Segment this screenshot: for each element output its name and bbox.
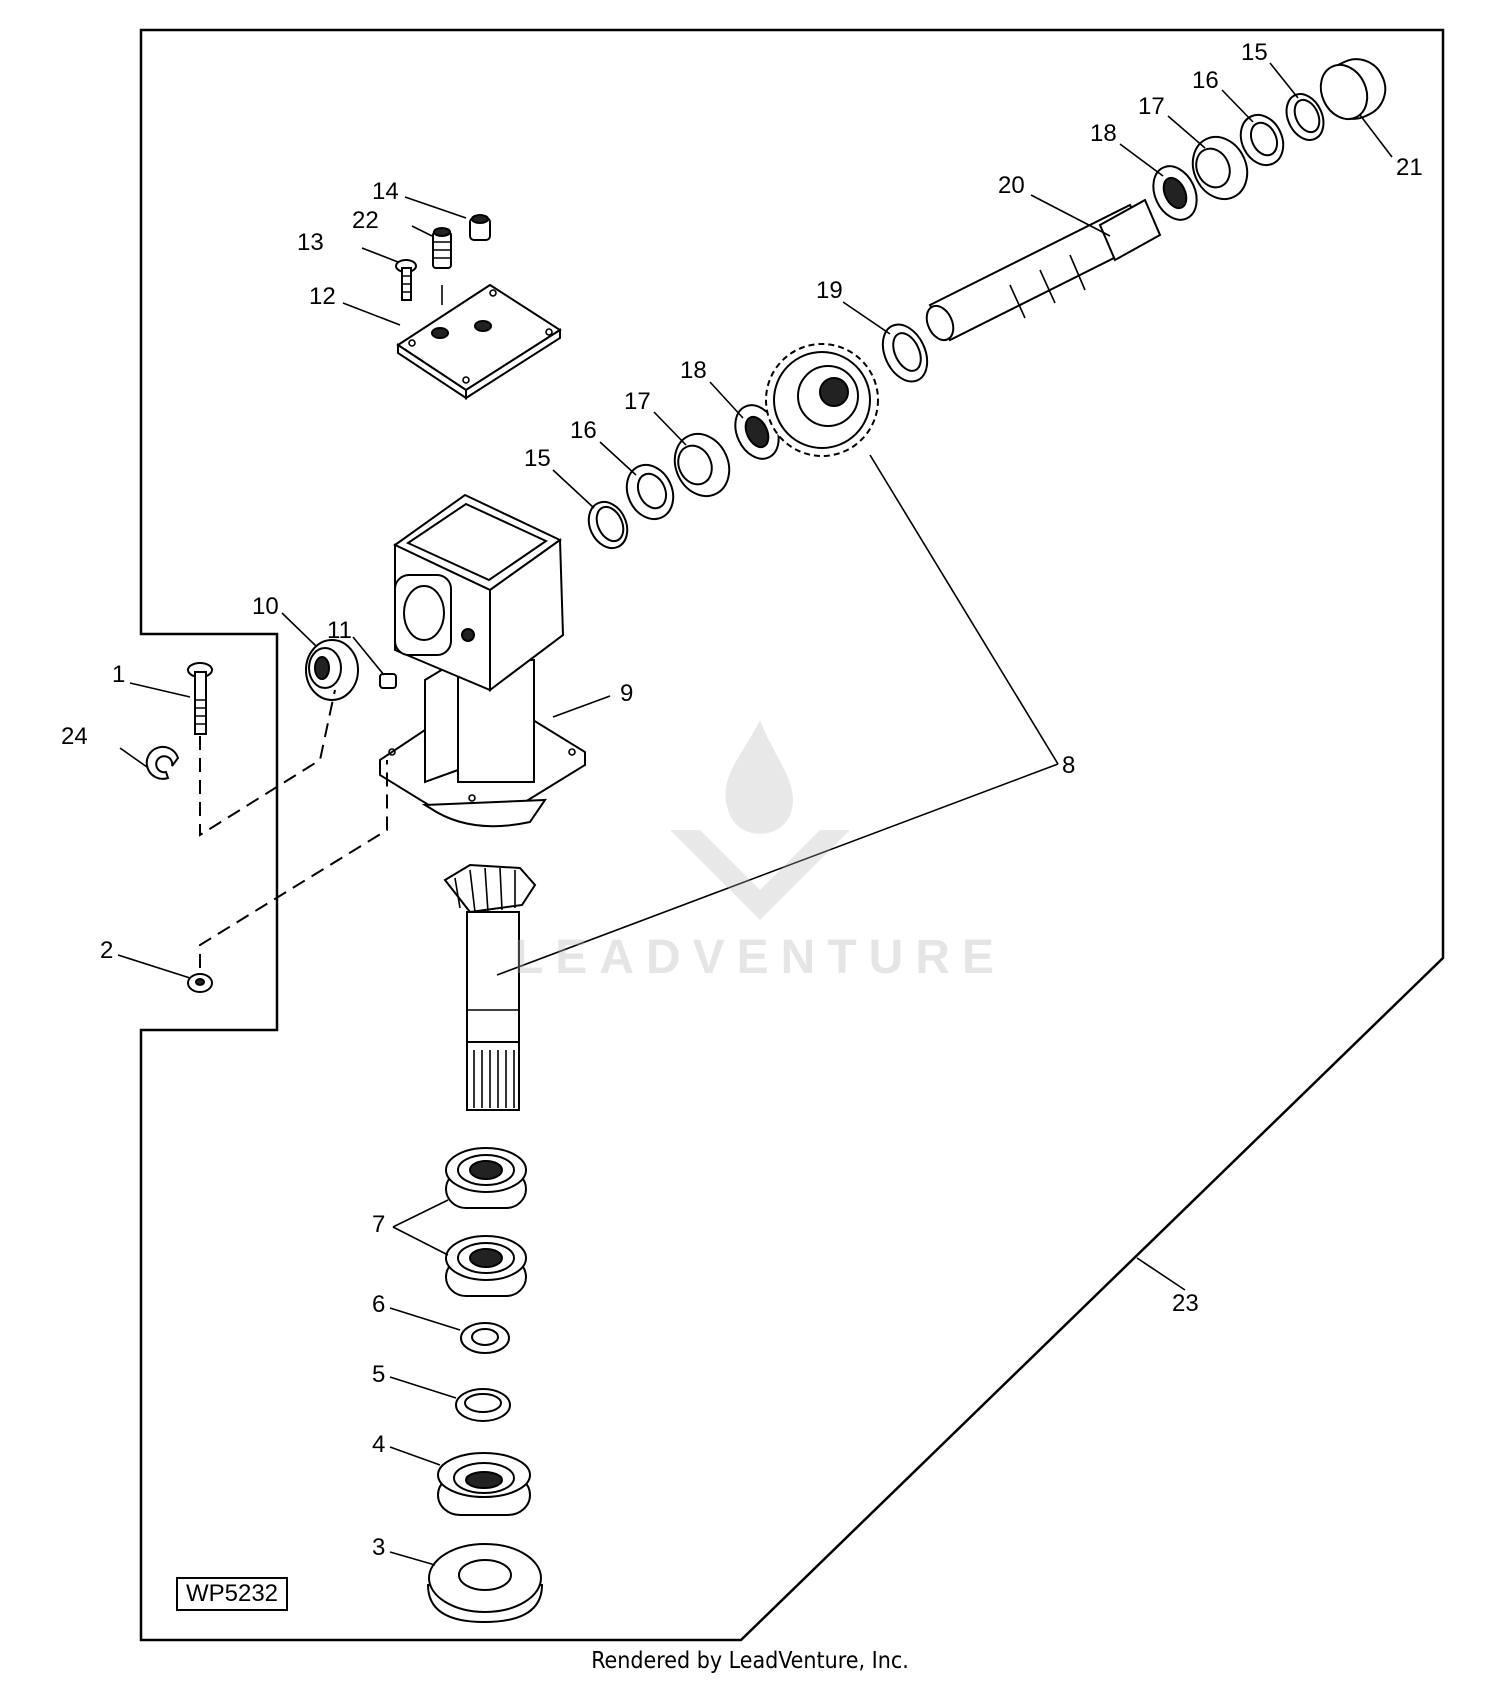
callout-10: 10: [252, 593, 279, 620]
callout-18-lower: 18: [680, 357, 707, 384]
gearbox-housing: [379, 493, 586, 828]
callout-9: 9: [620, 680, 633, 707]
callout-20: 20: [998, 172, 1025, 199]
callout-22: 22: [352, 207, 379, 234]
callout-11: 11: [327, 617, 352, 644]
wave-washer: [455, 1388, 511, 1422]
pinion-bearing-lower: [445, 1235, 527, 1297]
callout-23: 23: [1172, 1290, 1199, 1317]
top-cover-plate: [396, 283, 562, 400]
cap-nut: [469, 214, 491, 241]
render-credit-footer: Rendered by LeadVenture, Inc.: [591, 1648, 909, 1674]
snap-ring-lower-stack: [587, 500, 629, 550]
bevel-ring-gear: [765, 343, 879, 457]
spacer-ring: [881, 323, 929, 383]
bearing-cone-upper-stack: [1152, 165, 1198, 221]
callout-4: 4: [372, 1431, 385, 1458]
callout-24: 24: [61, 723, 88, 750]
leader-lines: [117, 62, 1393, 1566]
callout-18-upper: 18: [1090, 120, 1117, 147]
callout-labels: 1 2 3 4 5 6 7 8 9 10 11 12 13 14 22 24 1…: [61, 39, 1423, 1561]
dust-cap: [426, 1543, 544, 1624]
pinion-bearing-upper: [445, 1147, 527, 1209]
drain-plug: [379, 673, 397, 689]
callout-16-lower: 16: [570, 417, 597, 444]
input-oil-seal: [305, 639, 359, 701]
callout-7: 7: [372, 1211, 385, 1238]
mounting-bolt: [187, 662, 213, 735]
install-line-nut: [199, 760, 388, 968]
input-shaft: [925, 198, 1162, 342]
figure-code-label: WP5232: [176, 1577, 288, 1611]
end-cap: [1319, 58, 1387, 121]
callout-15-upper: 15: [1241, 39, 1268, 66]
callout-2: 2: [100, 937, 113, 964]
breather-vent: [432, 227, 452, 305]
callout-21: 21: [1396, 154, 1423, 181]
callout-6: 6: [372, 1291, 385, 1318]
lock-nut: [187, 973, 213, 993]
callout-17-upper: 17: [1138, 93, 1165, 120]
callout-19: 19: [816, 277, 843, 304]
callout-16-upper: 16: [1192, 67, 1219, 94]
thrust-washer: [460, 1322, 510, 1354]
install-line-bolt: [199, 689, 336, 837]
callout-1: 1: [112, 661, 125, 688]
callout-3: 3: [372, 1534, 385, 1561]
snap-ring: [145, 745, 180, 780]
shim-upper-stack: [1239, 113, 1285, 167]
callout-8: 8: [1062, 752, 1075, 779]
output-seal: [437, 1452, 531, 1516]
shim-lower-stack: [625, 463, 675, 521]
cover-bolt: [395, 259, 417, 301]
callout-13: 13: [297, 229, 324, 256]
kit-boundary-frame: [139, 28, 1445, 1642]
bearing-cup-lower-stack: [673, 432, 731, 498]
callout-14: 14: [372, 178, 399, 205]
bearing-cup-upper-stack: [1191, 135, 1249, 201]
callout-5: 5: [372, 1361, 385, 1388]
bevel-pinion-shaft: [443, 863, 537, 1111]
callout-15-lower: 15: [524, 445, 551, 472]
callout-17-lower: 17: [624, 388, 651, 415]
callout-12: 12: [309, 283, 336, 310]
